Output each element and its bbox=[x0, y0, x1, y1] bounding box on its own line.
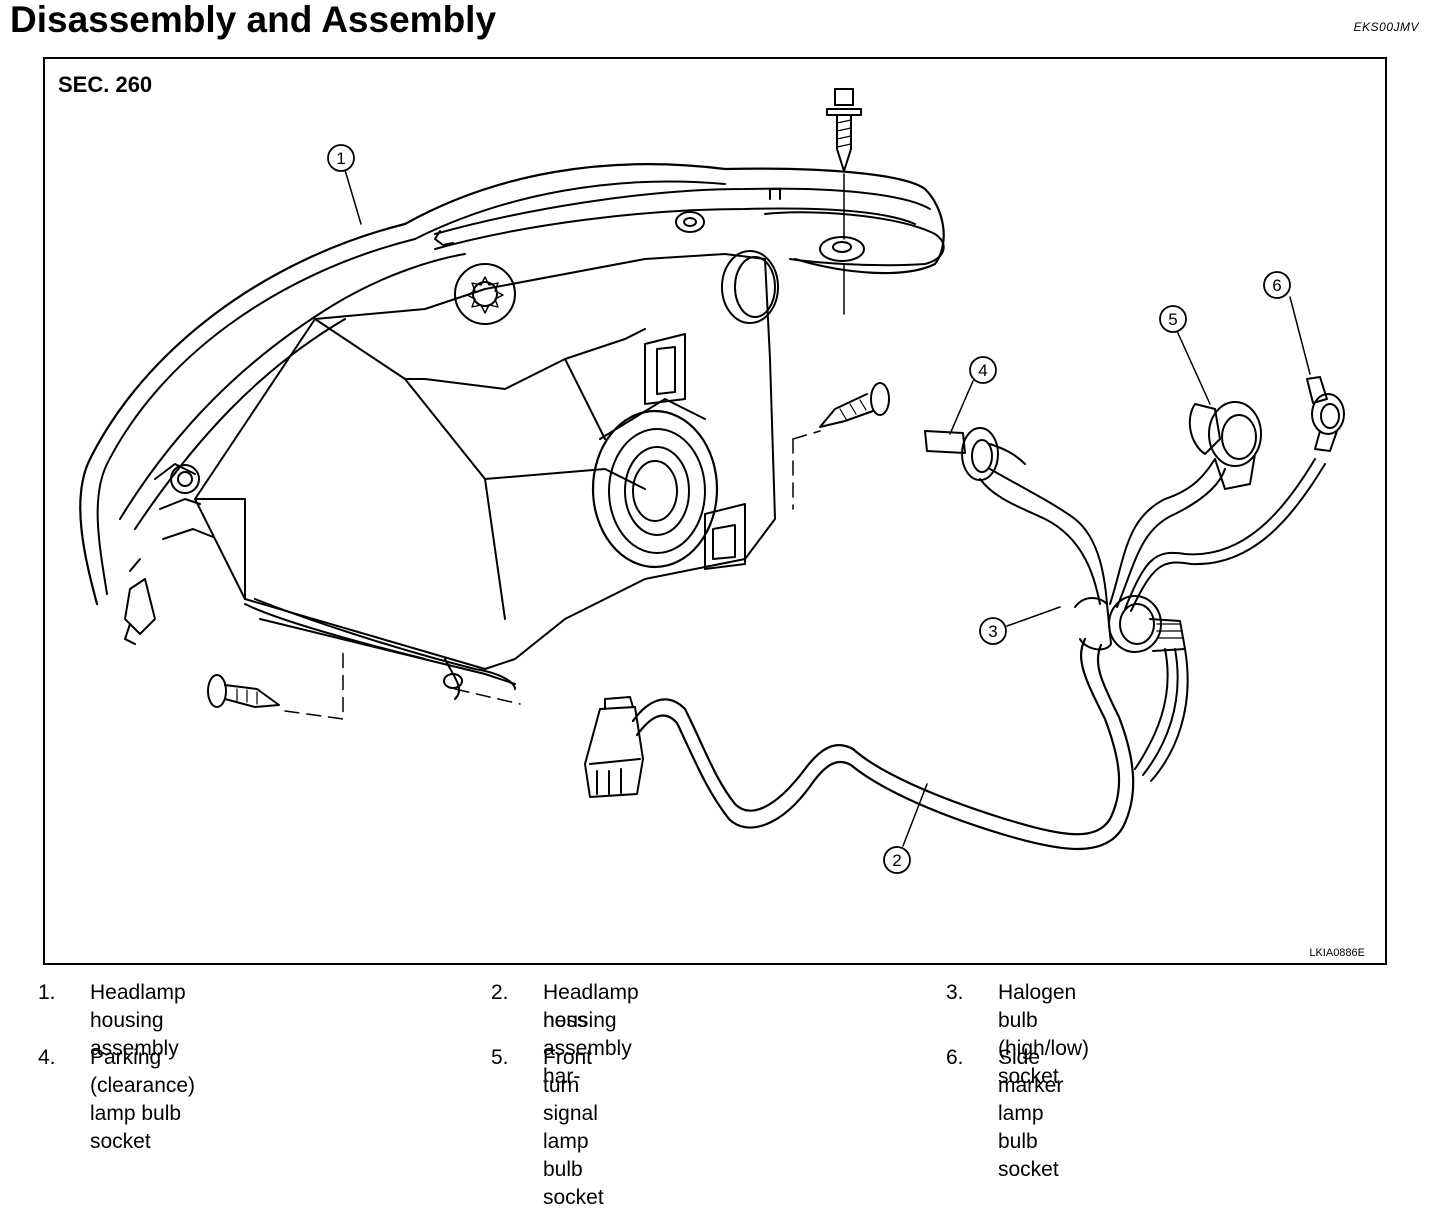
reference-code: EKS00JMV bbox=[1353, 20, 1419, 34]
legend-number: 6. bbox=[946, 1046, 964, 1069]
legend-number: 4. bbox=[38, 1046, 56, 1069]
callout-5: 5 bbox=[1168, 310, 1177, 329]
legend-text: Headlamp housing assembly har- bbox=[543, 981, 639, 1088]
callout-3: 3 bbox=[988, 622, 997, 641]
callout-4: 4 bbox=[978, 361, 987, 380]
parts-legend: 1. Headlamp housing assembly 2. Headlamp… bbox=[0, 976, 1456, 1209]
callout-circle-4 bbox=[969, 356, 997, 384]
legend-text: Front turn signal lamp bulb socket bbox=[543, 1046, 604, 1209]
legend-number: 1. bbox=[38, 981, 56, 1004]
callout-circle-6 bbox=[1263, 271, 1291, 299]
callout-circle-3 bbox=[979, 617, 1007, 645]
figure-code: LKIA0886E bbox=[1309, 947, 1365, 959]
middle-screw bbox=[792, 382, 890, 510]
legend-text: Parking (clearance) lamp bulb socket bbox=[90, 1046, 196, 1153]
callout-circle-2 bbox=[883, 846, 911, 874]
section-label: SEC. 260 bbox=[58, 72, 153, 97]
callout-6: 6 bbox=[1272, 276, 1281, 295]
legend-text: Headlamp housing assembly bbox=[90, 981, 186, 1060]
diagram-frame: 1 2 3 4 5 6 SEC. 260 LKIA0886E bbox=[43, 57, 1387, 965]
callout-circle-1 bbox=[327, 144, 355, 172]
legend-number: 3. bbox=[946, 981, 964, 1004]
legend-text: Side marker lamp bulb socket bbox=[998, 1046, 1064, 1181]
headlamp-housing-drawing bbox=[79, 163, 945, 700]
headlamp-diagram: 1 2 3 4 5 6 bbox=[79, 88, 1345, 874]
page-title: Disassembly and Assembly bbox=[10, 0, 497, 40]
callout-leaders bbox=[344, 169, 1311, 847]
bottom-screw bbox=[207, 648, 521, 720]
callout-2: 2 bbox=[892, 851, 901, 870]
callout-1: 1 bbox=[336, 149, 345, 168]
legend-text: Halogen bulb (high/low) socket bbox=[998, 981, 1090, 1088]
harness-drawing bbox=[584, 376, 1345, 851]
callout-circle-5 bbox=[1159, 305, 1187, 333]
top-bolt bbox=[826, 88, 862, 315]
callout-circles bbox=[327, 144, 1291, 874]
legend-number: 5. bbox=[491, 1046, 509, 1069]
legend-text-continued: ness bbox=[543, 1009, 588, 1032]
legend-number: 2. bbox=[491, 981, 509, 1004]
